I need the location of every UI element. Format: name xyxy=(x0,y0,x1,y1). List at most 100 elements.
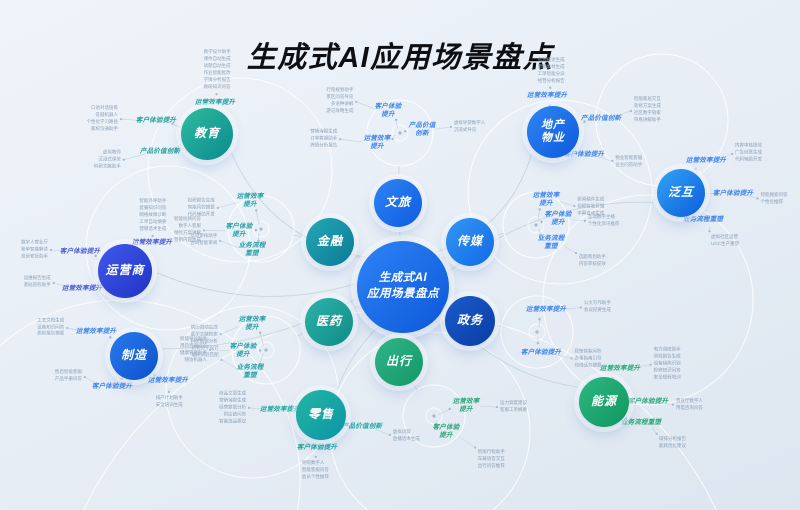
leaf-text: 网络故障诊断 xyxy=(139,212,167,218)
leaf-items: 工艺文档生成设备知识问答质检报告摘要 xyxy=(37,317,64,338)
category-node-jiaoyu: 教育 xyxy=(181,108,233,160)
leaf-text: 随访机器人 xyxy=(184,356,208,362)
leaf-text: 营销海报生成 xyxy=(310,128,338,134)
leaf-text: 试题自动生成 xyxy=(203,63,231,69)
leaf-text: 基站巡检助手 xyxy=(23,282,51,288)
leaf-text: 教学设计助手 xyxy=(203,49,231,55)
leaf-text: 运维报告生成 xyxy=(23,275,51,281)
leaf-text: 营业厅数字人 xyxy=(675,397,703,403)
leaf-text: 工单自动摘要 xyxy=(139,219,167,225)
leaf-text: 内容审核提效 xyxy=(578,261,606,267)
leaf-items: 互动数字主播个性化资讯推荐 xyxy=(588,214,620,228)
leaf-items: 智能搜索问答个性化推荐 xyxy=(761,192,788,206)
leaf-text: 投诉安抚助手 xyxy=(21,253,49,259)
leaf-text: 带看讲解助手 xyxy=(633,117,661,123)
leaf-items: 导购数字人智能客服问答会员个性推荐 xyxy=(302,460,329,481)
leaf-text: 政策智能问答 xyxy=(574,348,602,354)
category-node-lingshou: 零售 xyxy=(296,390,346,440)
leaf-text: 质检报告摘要 xyxy=(37,331,65,337)
branch-label: 运营效率提升 xyxy=(61,284,103,292)
leaf-text: 游记攻略生成 xyxy=(326,108,354,114)
leaf-items: 智能家居交互装修方案生成社区数字管家带看讲解助手 xyxy=(634,96,661,124)
branch-label: 业务流程 重塑 xyxy=(537,234,565,250)
leaf-text: 个性化推荐 xyxy=(760,198,784,204)
leaf-text: 设备缺陷识别 xyxy=(653,360,681,366)
branch-label: 业务流程重塑 xyxy=(620,418,662,426)
leaf-text: 热线话务摘要 xyxy=(574,362,602,368)
leaf-text: 健康管理助手 xyxy=(180,349,208,355)
leaf-text: 视频智能剪辑 xyxy=(577,203,605,209)
leaf-text: 虚拟社区运营 xyxy=(711,233,738,239)
category-node-chuxing: 出行 xyxy=(375,338,423,386)
branch-label: 客户体验提升 xyxy=(91,382,133,390)
leaf-items: 电力调度助手巡检报告生成设备缺陷识别检修知识问答安全规程培训 xyxy=(654,347,681,382)
leaf-items: 新闻稿件生成视频智能剪辑字幕自动生成 xyxy=(577,196,604,217)
branch-label: 客户体验提升 xyxy=(712,189,754,197)
category-node-zhizao: 制造 xyxy=(110,332,158,380)
leaf-text: 沉浸式导览 xyxy=(453,126,477,132)
leaf-text: 智能导诊助手 xyxy=(180,335,208,341)
category-node-yiyao: 医药 xyxy=(305,298,353,346)
leaf-text: 药物分子设计 xyxy=(191,344,219,350)
leaf-text: 口语对话陪练 xyxy=(91,105,119,111)
page-title: 生成式AI应用场景盘点 xyxy=(246,42,554,74)
branch-label: 运营效率 提升 xyxy=(236,192,264,208)
leaf-text: 公文写作助手 xyxy=(583,300,611,306)
leaf-items: 智能投顾问答数字人客服保险方案讲解营销内容生成 xyxy=(174,216,201,244)
leaf-items: 行程规划助手景区问答导览多语种讲解游记攻略生成 xyxy=(326,87,353,115)
branch-label: 客户体验提升 xyxy=(627,397,669,405)
leaf-text: 电力调度助手 xyxy=(653,346,681,352)
leaf-items: 房源描述生成营销素材生成工单智能分派经营分析报告 xyxy=(538,57,565,85)
leaf-text: 信贷审核助手 xyxy=(190,233,218,239)
branch-label: 客户体验提升 xyxy=(59,247,101,255)
leaf-text: 办事指南引导 xyxy=(574,355,602,361)
branch-label: 业务流程 重塑 xyxy=(236,363,264,379)
leaf-text: 出行问答推荐 xyxy=(477,462,505,468)
leaf-text: 营销话术生成 xyxy=(139,226,167,232)
leaf-text: 景区问答导览 xyxy=(326,94,354,100)
leaf-text: 智能行程助手 xyxy=(477,448,505,454)
category-node-yunyingshang: 运营商 xyxy=(98,244,152,298)
leaf-text: 社区数字管家 xyxy=(633,110,661,116)
branch-label: 运营效率 提升 xyxy=(532,191,560,207)
branch-label: 客户体验提升 xyxy=(563,150,605,158)
branch-label: 客户体验 提升 xyxy=(432,423,460,439)
leaf-items: 虚拟教师沉浸式课堂科研文献助手 xyxy=(94,150,121,171)
leaf-items: 碳排分析报告能耗优化建议 xyxy=(659,436,686,450)
leaf-text: 广告创意生成 xyxy=(734,149,762,155)
branch-label: 运营效率提升 xyxy=(525,305,567,313)
leaf-text: 供应链问答 xyxy=(223,411,247,417)
leaf-text: 数字人客服 xyxy=(178,223,202,229)
leaf-items: 内容审核提效广告创意生成代码辅助开发 xyxy=(735,143,762,164)
leaf-text: 营销内容生成 xyxy=(174,237,201,243)
leaf-text: 选题策划助手 xyxy=(578,254,606,260)
leaf-text: 房源描述生成 xyxy=(537,56,565,62)
leaf-text: 经营数据分析 xyxy=(219,404,247,410)
leaf-text: 学情分析报告 xyxy=(203,77,231,83)
leaf-items: 药物分子设计临床试验匹配 xyxy=(192,345,219,359)
leaf-text: 数字人营业厅 xyxy=(21,239,49,245)
leaf-text: 舆情分析报告 xyxy=(310,142,338,148)
branch-label: 客户体验提升 xyxy=(296,443,338,451)
leaf-items: 教学设计助手课件自动生成试题自动生成作业智能批改学情分析报告教研知识问答 xyxy=(204,49,231,91)
leaf-text: 碳排分析报告 xyxy=(659,435,687,441)
branch-label: 运营效率提升 xyxy=(75,327,117,335)
branch-label: 客户体验 提升 xyxy=(544,210,572,226)
leaf-items: 信贷审核助手合同智能审阅 xyxy=(190,233,217,247)
leaf-text: 导购数字人 xyxy=(301,459,325,465)
leaf-text: 业主问答助手 xyxy=(615,161,643,167)
leaf-text: 新闻稿件生成 xyxy=(577,196,605,202)
leaf-text: 安全培训生成 xyxy=(155,401,183,407)
branch-label: 产品价值创新 xyxy=(341,422,383,430)
leaf-text: 家校沟通助手 xyxy=(91,125,119,131)
leaf-items: 政策智能问答办事指南引导热线话务摘要 xyxy=(574,348,601,369)
leaf-text: 互动数字主播 xyxy=(587,214,615,220)
category-node-zhengwu: 政务 xyxy=(445,296,495,346)
branch-label: 运营效率 提升 xyxy=(238,315,266,331)
leaf-text: 合同智能审阅 xyxy=(190,240,218,246)
leaf-text: 直播话术生成 xyxy=(392,435,420,441)
branch-label: 运营效率提升 xyxy=(599,364,641,372)
branch-label: 运营效率提升 xyxy=(194,98,236,106)
leaf-text: 营销海报生成 xyxy=(219,397,247,403)
